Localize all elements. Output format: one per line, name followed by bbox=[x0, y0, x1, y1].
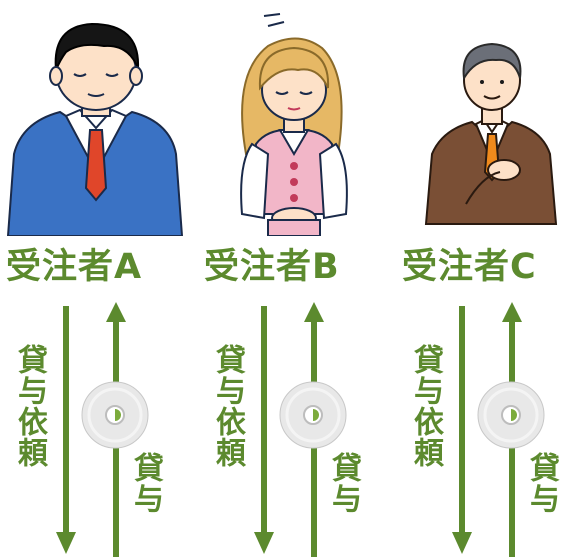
lend-label: 貸与 bbox=[326, 452, 361, 514]
contractor-c-flow: 貸与依頼 貸与 bbox=[396, 296, 566, 557]
disc-icon bbox=[80, 380, 150, 450]
man-brown-suit-illustration bbox=[396, 4, 566, 236]
disc-icon bbox=[476, 380, 546, 450]
contractor-b-flow: 貸与依頼 貸与 bbox=[198, 296, 388, 557]
request-arrow-down bbox=[452, 306, 472, 554]
lend-label: 貸与 bbox=[128, 452, 163, 514]
businessman-blue-suit-illustration bbox=[0, 4, 190, 237]
disc-icon bbox=[278, 380, 348, 450]
contractor-a-flow: 貸与依頼 貸与 bbox=[0, 296, 190, 557]
request-arrow-down bbox=[254, 306, 274, 554]
contractor-c-column: 受注者C 貸与依頼 貸与 bbox=[396, 0, 566, 557]
contractor-a-column: 受注者A 貸与依頼 貸与 bbox=[0, 0, 190, 557]
contractor-b-column: 受注者B 貸与依頼 貸与 bbox=[198, 0, 388, 557]
request-arrow-down bbox=[56, 306, 76, 554]
contractor-a-label: 受注者A bbox=[6, 247, 143, 287]
request-label: 貸与依頼 bbox=[408, 344, 443, 468]
woman-pink-uniform-illustration bbox=[198, 4, 388, 237]
request-label: 貸与依頼 bbox=[12, 344, 47, 468]
lend-label: 貸与 bbox=[524, 452, 559, 514]
request-label: 貸与依頼 bbox=[210, 344, 245, 468]
contractor-b-label: 受注者B bbox=[204, 247, 340, 287]
contractor-c-label: 受注者C bbox=[402, 247, 537, 287]
